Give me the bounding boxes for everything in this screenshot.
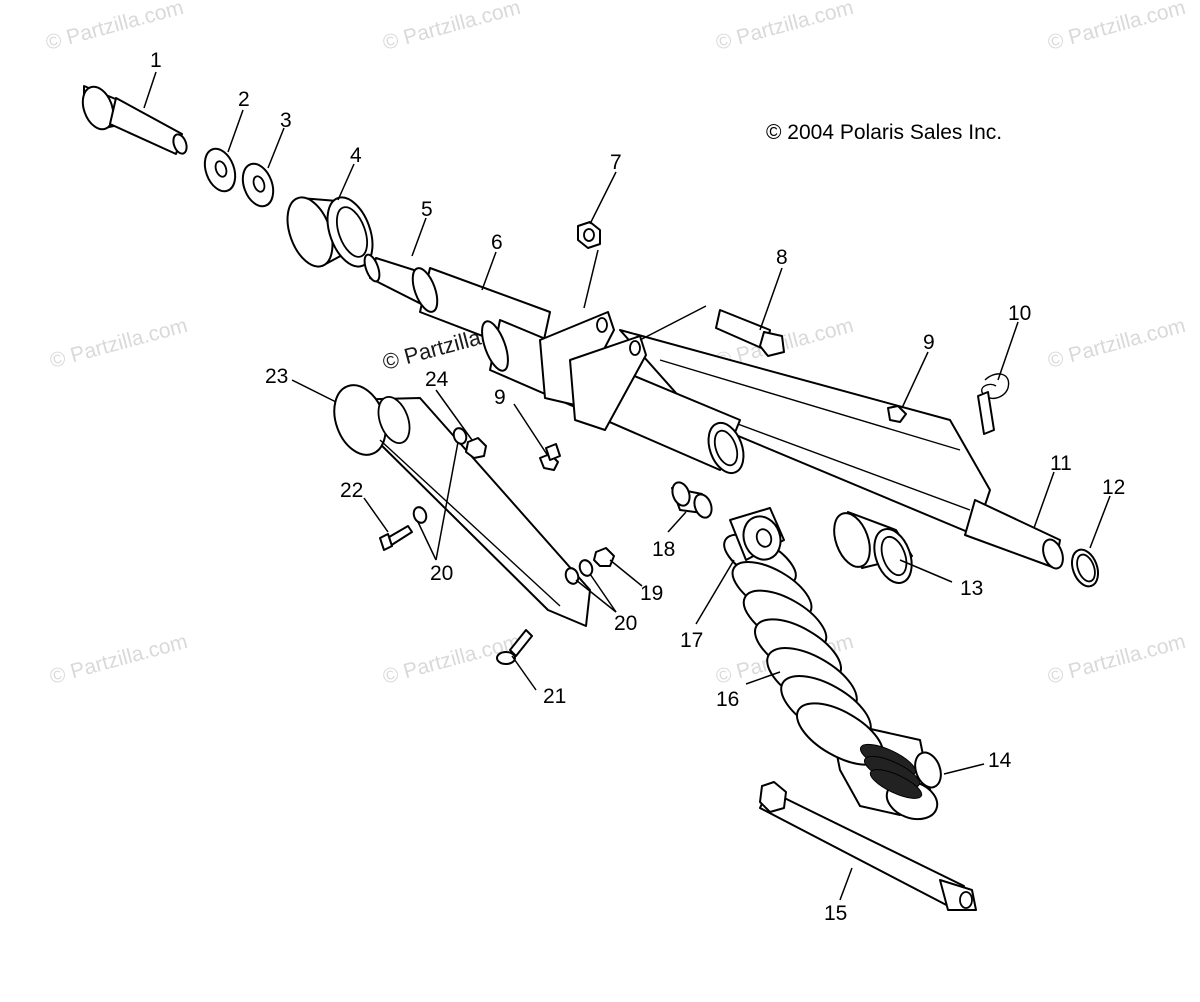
part-1-pivot-bolt (81, 85, 188, 155)
leader-lines (143, 71, 1111, 901)
part-4-bushing (286, 196, 374, 268)
part-15-pivot-bolt (759, 781, 977, 911)
callout-9: 9 (923, 331, 935, 354)
part-10-clip (977, 373, 1010, 435)
watermark: © Partzilla.com (1045, 0, 1188, 55)
copyright-text: © 2004 Polaris Sales Inc. (766, 121, 1002, 144)
callout-24: 24 (425, 368, 449, 391)
callout-22: 22 (340, 479, 363, 502)
callout-21: 21 (543, 685, 566, 708)
watermark: © Partzilla.com (47, 314, 190, 373)
part-18-spacer (671, 481, 713, 519)
callout-9b: 9 (494, 386, 506, 409)
callout-numbers: 1 2 3 4 5 6 7 8 9 10 11 12 13 14 15 16 1… (150, 49, 1125, 925)
callout-23: 23 (265, 365, 288, 388)
callout-8: 8 (776, 246, 788, 269)
part-13-bushing (833, 511, 913, 584)
part-9-grease-fitting (539, 405, 907, 471)
callout-13: 13 (960, 577, 983, 600)
callout-17: 17 (680, 629, 703, 652)
watermark: © Partzilla.com (43, 0, 186, 55)
callout-3: 3 (280, 109, 292, 132)
part-8-bolt (715, 309, 785, 357)
part-16-shock-spring (723, 507, 942, 821)
small-hardware (379, 427, 615, 665)
watermark: © Partzilla.com (713, 0, 856, 55)
watermark: © Partzilla.com (47, 630, 190, 689)
swing-arm-main (481, 311, 1064, 570)
callout-1: 1 (150, 49, 162, 72)
callout-14: 14 (988, 749, 1012, 772)
part-23-torque-arm (333, 384, 591, 627)
callout-4: 4 (350, 144, 362, 167)
watermark: © Partzilla.com (1045, 314, 1188, 373)
callout-7: 7 (610, 151, 622, 174)
callout-20: 20 (614, 612, 637, 635)
callout-15: 15 (824, 902, 847, 925)
watermark: © Partzilla.com (1045, 630, 1188, 689)
part-12-ring (1070, 548, 1100, 588)
callout-5: 5 (421, 198, 433, 221)
part-3-washer (241, 162, 275, 208)
part-2-washer (203, 147, 237, 193)
callout-11: 11 (1050, 452, 1072, 475)
callout-12: 12 (1102, 476, 1125, 499)
callout-6: 6 (491, 231, 503, 254)
part-7-nut (577, 221, 601, 249)
callout-10: 10 (1008, 302, 1031, 325)
callout-19: 19 (640, 582, 663, 605)
callout-18: 18 (652, 538, 675, 561)
callout-16: 16 (716, 688, 739, 711)
callout-20b: 20 (430, 562, 453, 585)
watermark: © Partzilla.com (380, 0, 523, 55)
callout-2: 2 (238, 88, 250, 111)
